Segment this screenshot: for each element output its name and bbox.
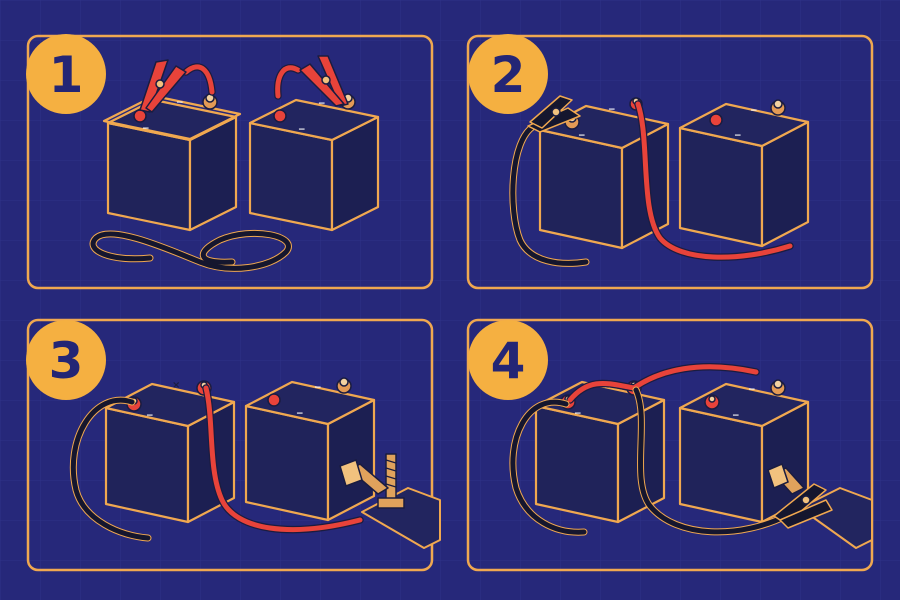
step-badge bbox=[26, 34, 106, 114]
panel-frame bbox=[26, 34, 434, 290]
negative-sign: − bbox=[574, 409, 582, 419]
step-2-panel: − − − − 2 bbox=[466, 34, 874, 290]
negative-sign: − bbox=[608, 105, 616, 115]
step-4-panel: − × − − bbox=[466, 318, 874, 572]
panel-frame bbox=[466, 318, 874, 572]
terminal-post bbox=[709, 113, 723, 127]
battery-icon: − − bbox=[102, 93, 242, 232]
negative-sign: − bbox=[314, 383, 322, 393]
terminal-post bbox=[273, 109, 287, 123]
jumper-cable-icon bbox=[69, 384, 364, 542]
clamp-icon bbox=[773, 483, 833, 529]
battery-icon: − − bbox=[678, 99, 810, 248]
clamp-icon bbox=[299, 55, 349, 107]
negative-sign: − bbox=[750, 106, 758, 116]
negative-sign: − bbox=[296, 409, 304, 419]
negative-sign: − bbox=[734, 131, 742, 141]
step-number: 2 bbox=[491, 46, 526, 104]
negative-sign: − bbox=[146, 411, 154, 421]
negative-sign: − bbox=[578, 131, 586, 141]
battery-icon: − − bbox=[678, 379, 810, 524]
battery-icon: − − bbox=[248, 93, 380, 232]
negative-sign: − bbox=[176, 98, 184, 108]
positive-mark: × bbox=[172, 380, 180, 391]
terminal-post bbox=[267, 393, 281, 407]
step-badge bbox=[468, 34, 548, 114]
panel-frame bbox=[26, 318, 434, 572]
negative-sign: − bbox=[298, 125, 306, 135]
step-number: 3 bbox=[49, 332, 84, 390]
battery-icon: − − bbox=[244, 377, 376, 522]
ground-bolt-icon bbox=[339, 453, 441, 549]
step-1-panel: − − − − bbox=[26, 34, 434, 290]
step-number: 4 bbox=[491, 332, 526, 390]
clamp-icon bbox=[527, 95, 581, 133]
black-cable-coil bbox=[89, 229, 292, 272]
terminal-post bbox=[133, 109, 147, 123]
step-badge bbox=[26, 320, 106, 400]
panel-frame bbox=[466, 34, 874, 290]
step-number: 1 bbox=[49, 46, 84, 104]
jumper-cable-icon bbox=[509, 100, 794, 267]
negative-sign: − bbox=[318, 99, 326, 109]
negative-sign: − bbox=[142, 124, 150, 134]
step-3-panel: − × − − bbox=[26, 318, 441, 572]
negative-sign: − bbox=[748, 385, 756, 395]
jumper-cable-icon bbox=[509, 363, 794, 536]
negative-sign: − bbox=[732, 411, 740, 421]
jumper-cable-icon bbox=[182, 63, 302, 100]
step-badge bbox=[468, 320, 548, 400]
clamp-icon bbox=[139, 59, 187, 113]
